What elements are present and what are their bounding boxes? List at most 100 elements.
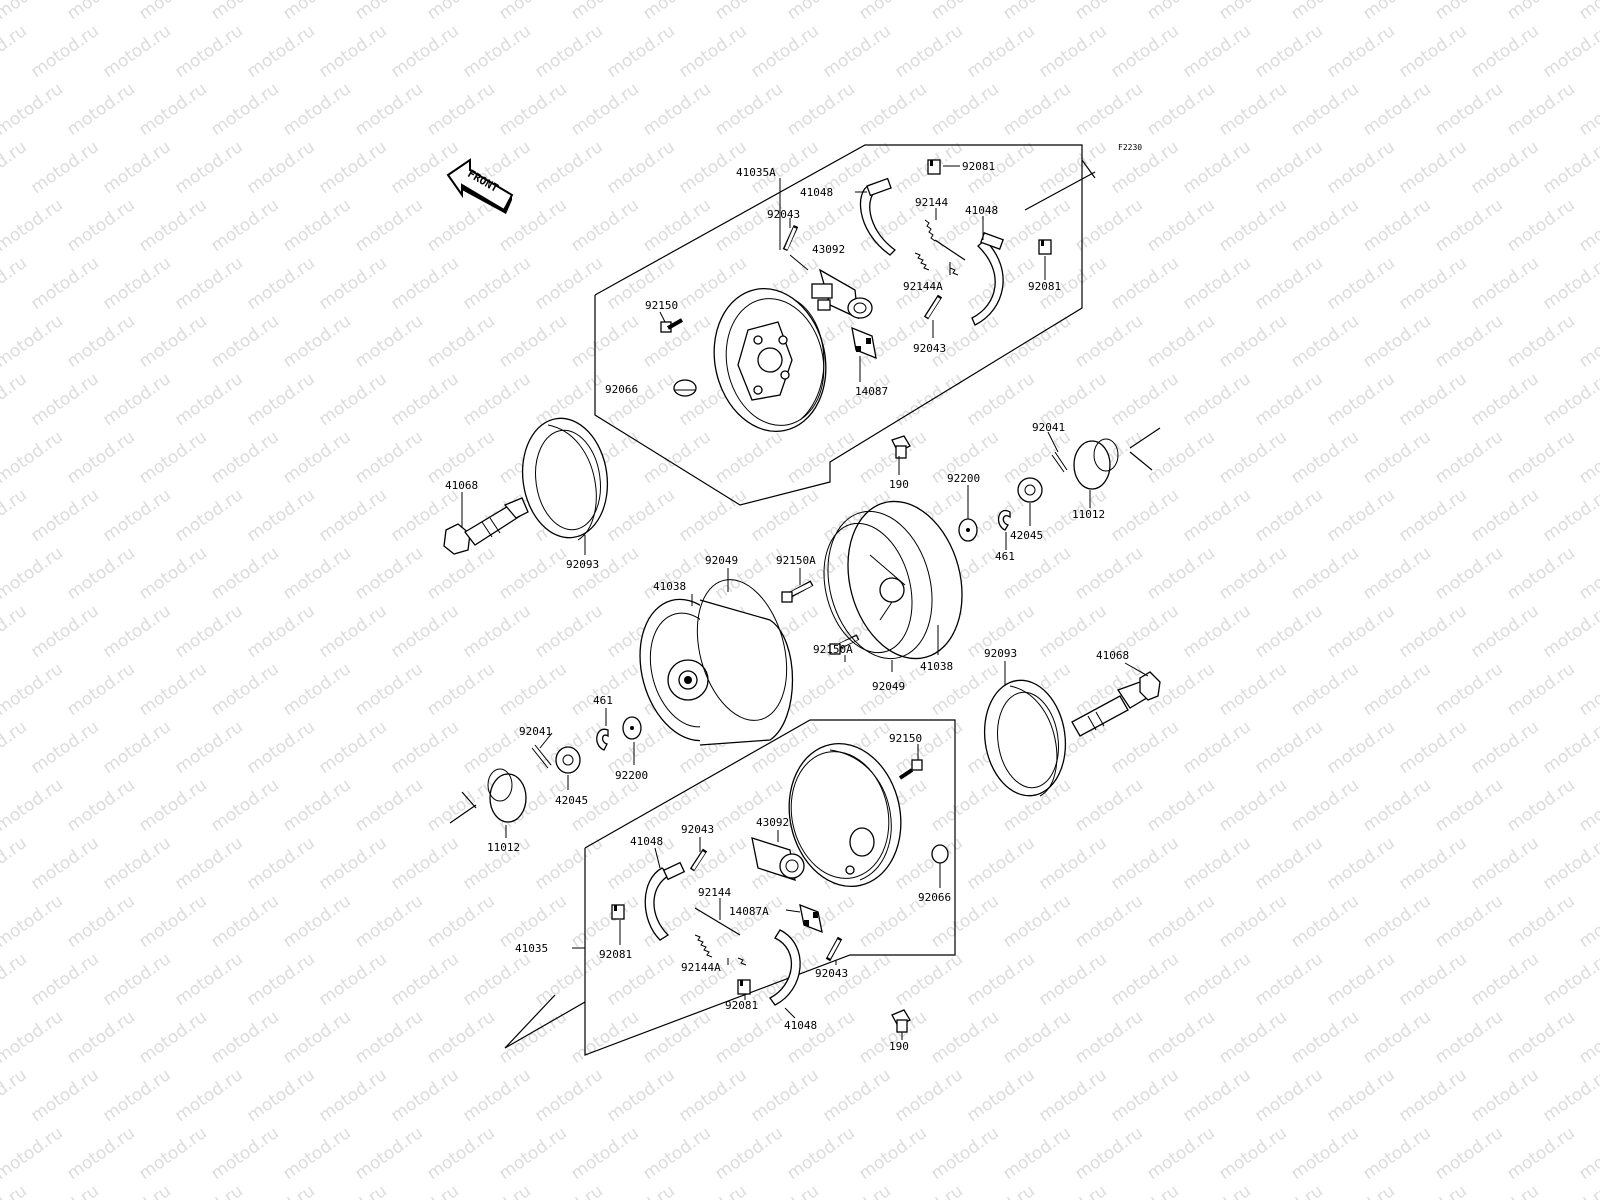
watermark-text: motod.ru [1431,775,1506,836]
watermark-text: motod.ru [711,1123,786,1184]
watermark-text: motod.ru [351,543,426,604]
cotter-pin-92041-upper [1051,451,1068,473]
watermark-text: motod.ru [171,949,246,1010]
watermark-text: motod.ru [603,137,678,198]
watermark-text: motod.ru [27,717,102,778]
watermark-text: motod.ru [1395,717,1470,778]
watermark-text: motod.ru [567,543,642,604]
watermark-text: motod.ru [1071,1007,1146,1068]
label-92150-lower: 92150 [889,732,922,745]
watermark-text: motod.ru [1503,775,1578,836]
watermark-text: motod.ru [351,0,426,24]
watermark-text: motod.ru [387,833,462,894]
watermark-text: motod.ru [279,891,354,952]
watermark-text: motod.ru [567,311,642,372]
watermark-text: motod.ru [243,717,318,778]
label-41048-upper-2: 41048 [965,204,998,217]
watermark-text: motod.ru [567,1123,642,1184]
watermark-text: motod.ru [135,775,210,836]
watermark-text: motod.ru [1287,1123,1362,1184]
watermark-text: motod.ru [1251,601,1326,662]
watermark-text: motod.ru [1287,195,1362,256]
watermark-text: motod.ru [1323,485,1398,546]
watermark-text: motod.ru [27,253,102,314]
watermark-text: motod.ru [63,1007,138,1068]
watermark-text: motod.ru [891,1181,966,1200]
watermark-text: motod.ru [1359,427,1434,488]
watermark-text: motod.ru [63,543,138,604]
watermark-text: motod.ru [387,253,462,314]
watermark-text: motod.ru [1251,1065,1326,1126]
watermark-text: motod.ru [1359,659,1434,720]
watermark-text: motod.ru [351,311,426,372]
watermark-text: motod.ru [351,195,426,256]
watermark-text: motod.ru [1143,891,1218,952]
watermark-text: motod.ru [1575,1123,1600,1184]
watermark-text: motod.ru [675,21,750,82]
watermark-text: motod.ru [1215,659,1290,720]
watermark-text: motod.ru [423,1007,498,1068]
watermark-text: motod.ru [99,369,174,430]
label-92043-lower-1: 92043 [681,823,714,836]
watermark-text: motod.ru [99,717,174,778]
watermark-text: motod.ru [1251,949,1326,1010]
watermark-text: motod.ru [1431,79,1506,140]
watermark-text: motod.ru [495,79,570,140]
watermark-text: motod.ru [351,1123,426,1184]
watermark-text: motod.ru [1179,485,1254,546]
label-92043-upper-2: 92043 [913,342,946,355]
watermark-text: motod.ru [279,659,354,720]
watermark-text: motod.ru [27,137,102,198]
spring-92144A-upper [914,252,959,276]
label-11012-upper: 11012 [1072,508,1105,521]
watermark-text: motod.ru [459,21,534,82]
part-labels: 41035A 92081 41048 92043 92144 41048 430… [445,160,1129,1053]
watermark-text: motod.ru [135,79,210,140]
label-41048-upper-1: 41048 [800,186,833,199]
washer-92200-upper [958,518,978,542]
watermark-text: motod.ru [459,253,534,314]
brake-shoe-lower-left [644,861,686,941]
label-92093-right: 92093 [984,647,1017,660]
watermark-text: motod.ru [1179,253,1254,314]
label-41068-left: 41068 [445,479,478,492]
watermark-text: motod.ru [315,1181,390,1200]
cotter-pin-92041-lower [531,744,552,769]
watermark-text: motod.ru [1143,311,1218,372]
watermark-text: motod.ru [27,833,102,894]
watermark-text: motod.ru [1467,1065,1542,1126]
watermark-text: motod.ru [1503,427,1578,488]
watermark-text: motod.ru [783,1123,858,1184]
watermark-text: motod.ru [99,833,174,894]
watermark-text: motod.ru [387,1181,462,1200]
label-43092-lower: 43092 [756,816,789,829]
watermark-text: motod.ru [1287,427,1362,488]
watermark-text: motod.ru [1143,0,1218,24]
watermark-text: motod.ru [27,21,102,82]
watermark-text: motod.ru [1359,1123,1434,1184]
label-92043-upper-1: 92043 [767,208,800,221]
watermark-text: motod.ru [891,949,966,1010]
watermark-text: motod.ru [783,0,858,24]
watermark-text: motod.ru [1179,137,1254,198]
watermark-text: motod.ru [1287,775,1362,836]
label-92049-upper: 92049 [705,554,738,567]
watermark-text: motod.ru [387,21,462,82]
bracket-14087A [799,903,823,934]
watermark-text: motod.ru [243,253,318,314]
watermark-text: motod.ru [1071,543,1146,604]
watermark-text: motod.ru [1395,369,1470,430]
axle-41068-left [443,497,529,555]
watermark-text: motod.ru [1359,79,1434,140]
watermark-text: motod.ru [1539,1065,1600,1126]
watermark-text: motod.ru [1179,369,1254,430]
watermark-text: motod.ru [423,891,498,952]
label-92144A-lower: 92144A [681,961,721,974]
watermark-text: motod.ru [99,253,174,314]
watermark-text: motod.ru [1467,949,1542,1010]
watermark-text: motod.ru [459,1065,534,1126]
watermark-text: motod.ru [243,369,318,430]
watermark-text: motod.ru [891,21,966,82]
watermark-text: motod.ru [135,195,210,256]
